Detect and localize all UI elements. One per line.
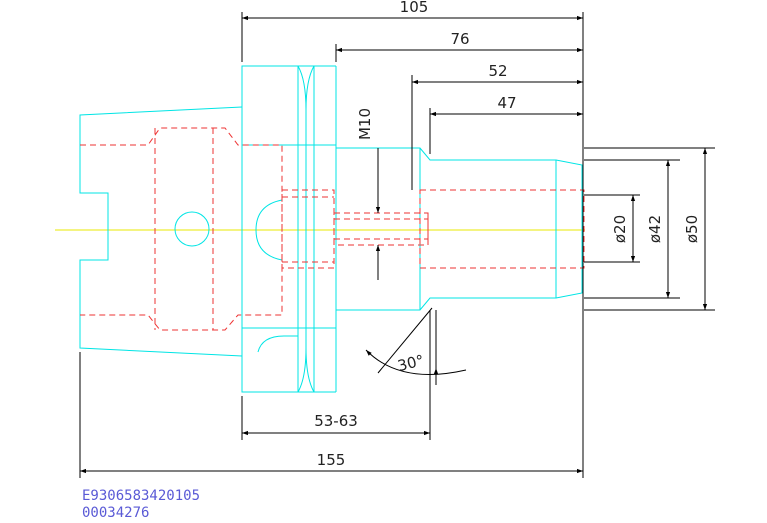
dim-dia50-label: ø50: [683, 215, 701, 243]
dim-dia20-label: ø20: [611, 215, 629, 243]
dim-105-label: 105: [400, 0, 429, 16]
dim-76-label: 76: [450, 30, 469, 48]
dim-47-label: 47: [497, 94, 516, 112]
dim-53-63-label: 53-63: [314, 412, 358, 430]
dim-m10-label: M10: [356, 108, 374, 140]
dim-angle-30-label: 30°: [396, 351, 426, 375]
dim-dia42-label: ø42: [646, 215, 664, 243]
part-outline: [79, 65, 583, 393]
part-code-line-2: 00034276: [82, 505, 150, 521]
part-code-line-1: E9306583420105: [82, 488, 201, 504]
dim-52-label: 52: [488, 62, 507, 80]
dimension-lines: [79, 12, 715, 478]
dim-155-label: 155: [317, 451, 346, 469]
hidden-lines: [80, 127, 585, 331]
